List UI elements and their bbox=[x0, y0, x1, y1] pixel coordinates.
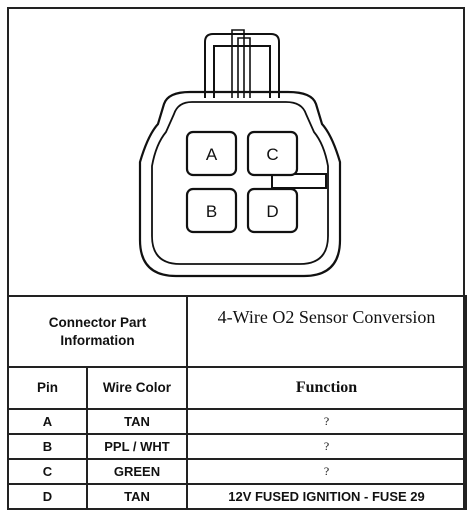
wire-color-cell: TAN bbox=[86, 407, 188, 435]
table-row: B PPL / WHT ? bbox=[7, 432, 467, 460]
column-header-function: Function bbox=[186, 366, 467, 410]
column-header-pin: Pin bbox=[7, 366, 88, 410]
function-cell: ? bbox=[186, 432, 467, 460]
wire-color-cell: PPL / WHT bbox=[86, 432, 188, 460]
function-cell: ? bbox=[186, 407, 467, 435]
pin-cell: B bbox=[7, 432, 88, 460]
column-header-wire-color: Wire Color bbox=[86, 366, 188, 410]
table-row: D TAN 12V FUSED IGNITION - FUSE 29 bbox=[7, 482, 467, 511]
wire-color-cell: TAN bbox=[86, 482, 188, 511]
function-cell: 12V FUSED IGNITION - FUSE 29 bbox=[186, 482, 467, 511]
pin-cavity-d: D bbox=[246, 187, 299, 234]
conversion-title: 4-Wire O2 Sensor Conversion bbox=[186, 295, 467, 368]
pin-cavity-a: A bbox=[185, 130, 238, 177]
connector-key-slot bbox=[271, 173, 327, 189]
connector-diagram: A C B D bbox=[138, 29, 342, 278]
table-row: C GREEN ? bbox=[7, 457, 467, 485]
pin-label-d: D bbox=[266, 202, 278, 221]
connector-info-table: Connector Part Information 4-Wire O2 Sen… bbox=[7, 295, 467, 511]
table-row: A TAN ? bbox=[7, 407, 467, 435]
pin-label-b: B bbox=[206, 202, 217, 221]
pin-cell: D bbox=[7, 482, 88, 511]
table-header-row: Connector Part Information 4-Wire O2 Sen… bbox=[7, 295, 467, 368]
connector-part-info-header: Connector Part Information bbox=[7, 295, 188, 368]
pin-cell: C bbox=[7, 457, 88, 485]
pin-cavity-b: B bbox=[185, 187, 238, 234]
connector-inner-body bbox=[151, 101, 329, 265]
connector-housing bbox=[138, 90, 342, 278]
pin-label-c: C bbox=[266, 145, 278, 164]
pin-label-a: A bbox=[206, 145, 218, 164]
function-cell: ? bbox=[186, 457, 467, 485]
connector-part-info-label: Connector Part Information bbox=[48, 314, 147, 348]
pin-cavity-c: C bbox=[246, 130, 299, 177]
column-header-row: Pin Wire Color Function bbox=[7, 366, 467, 410]
pin-cell: A bbox=[7, 407, 88, 435]
connector-latch bbox=[204, 29, 280, 98]
wire-color-cell: GREEN bbox=[86, 457, 188, 485]
